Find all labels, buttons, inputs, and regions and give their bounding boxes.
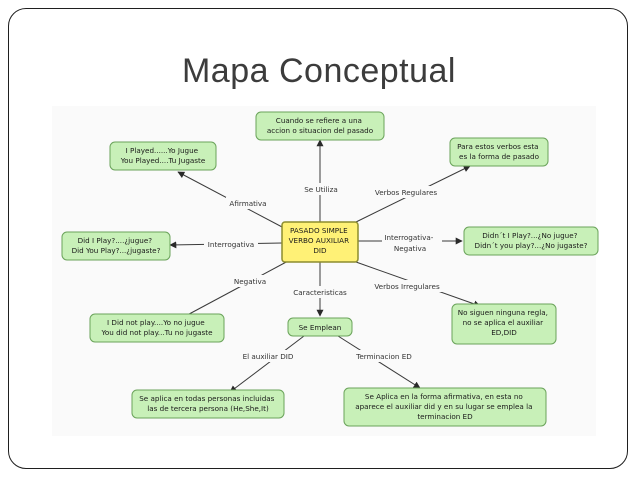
svg-text:Se aplica en todas personas in: Se aplica en todas personas incluidas la… bbox=[139, 394, 276, 413]
link-label-se-utiliza: Se Utiliza bbox=[300, 183, 342, 195]
link-label-afirmativa: Afirmativa bbox=[226, 197, 270, 209]
node-text-line: VERBO AUXILIAR bbox=[289, 236, 349, 245]
node-text-line: las de tercera persona (He,She,It) bbox=[147, 404, 269, 413]
link-central-negativa bbox=[177, 259, 291, 321]
svg-text:Caracteristicas: Caracteristicas bbox=[293, 288, 347, 297]
svg-text:Para estos verbos esta e: Para estos verbos esta es la forma de pa… bbox=[457, 142, 541, 161]
node-text-line: Cuando se refiere a una bbox=[276, 116, 362, 125]
svg-text:Terminacion ED: Terminacion ED bbox=[355, 352, 412, 361]
node-se-emplean: Se Emplean bbox=[287, 317, 353, 337]
link-emplean-auxiliar bbox=[229, 335, 305, 393]
svg-text:Cuando se refiere a una: Cuando se refiere a una accion o situaci… bbox=[267, 116, 373, 135]
link-label-interrogativa: Interrogativa bbox=[204, 238, 258, 250]
node-text-line: terminacion ED bbox=[417, 412, 473, 421]
svg-text:Se Utiliza: Se Utiliza bbox=[304, 185, 338, 194]
node-text-line: I Played......Yo Jugue bbox=[126, 146, 199, 155]
node-afirmativa: I Played......Yo Jugue You Played....Tu … bbox=[109, 141, 217, 171]
node-text-line: Para estos verbos esta bbox=[457, 142, 538, 151]
connections bbox=[169, 139, 481, 393]
node-interrogativa-negativa: Didn´t I Play?...¿No jugue? Didn´t you p… bbox=[463, 226, 599, 256]
node-text-line: aparece el auxiliar did y en su lugar se… bbox=[355, 402, 532, 411]
svg-text:I Played......Yo Jugue Y: I Played......Yo Jugue You Played....Tu … bbox=[120, 146, 206, 165]
node-text-line: You Played....Tu Jugaste bbox=[120, 156, 206, 165]
link-label-line: Interrogativa bbox=[208, 240, 254, 249]
svg-text:Did I Play?....¿jugue? D: Did I Play?....¿jugue? Did You Play?...¿… bbox=[72, 236, 161, 255]
node-text-line: accion o situacion del pasado bbox=[267, 126, 373, 135]
svg-text:Interrogativa: Interrogativa bbox=[208, 240, 254, 249]
link-label-line: Interrogativa- bbox=[384, 233, 433, 242]
link-label-line: Negativa bbox=[394, 244, 426, 253]
svg-text:No siguen ninguna regla,: No siguen ninguna regla, no se aplica el… bbox=[458, 308, 550, 337]
link-label-el-auxiliar: El auxiliar DID bbox=[238, 350, 298, 362]
link-label-line: El auxiliar DID bbox=[243, 352, 294, 361]
link-label-verbos-regulares: Verbos Regulares bbox=[373, 186, 439, 198]
link-labels: Se Utiliza Verbos Regulares Afirmativa I… bbox=[204, 183, 444, 362]
link-label-line: Afirmativa bbox=[229, 199, 266, 208]
link-label-negativa: Negativa bbox=[230, 275, 270, 287]
node-interrogativa: Did I Play?....¿jugue? Did You Play?...¿… bbox=[61, 231, 171, 261]
node-regulares: Para estos verbos esta es la forma de pa… bbox=[449, 137, 549, 167]
link-label-line: Terminacion ED bbox=[355, 352, 412, 361]
link-label-caracteristicas: Caracteristicas bbox=[290, 286, 350, 298]
node-text-line: Didn´t you play?...¿No jugaste? bbox=[475, 241, 588, 250]
svg-text:I Did not play....Yo no jugue: I Did not play....Yo no jugue You did no… bbox=[100, 318, 213, 337]
node-text-line: I Did not play....Yo no jugue bbox=[107, 318, 205, 327]
node-text-line: DID bbox=[313, 246, 327, 255]
node-text-line: no se aplica el auxiliar bbox=[463, 318, 544, 327]
node-text-line: ED,DID bbox=[491, 328, 517, 337]
svg-text:Afirmativa: Afirmativa bbox=[229, 199, 266, 208]
node-text-line: Se Emplean bbox=[299, 323, 342, 332]
svg-text:El auxiliar DID: El auxiliar DID bbox=[243, 352, 294, 361]
link-label-line: Verbos Irregulares bbox=[374, 282, 440, 291]
link-label-line: Caracteristicas bbox=[293, 288, 347, 297]
node-utiliza: Cuando se refiere a una accion o situaci… bbox=[255, 111, 385, 141]
svg-text:Negativa: Negativa bbox=[234, 277, 266, 286]
node-text-line: es la forma de pasado bbox=[459, 152, 539, 161]
svg-text:Interrogativa- Negativ: Interrogativa- Negativa bbox=[384, 233, 435, 253]
svg-text:Didn´t I Play?...¿No jugue?: Didn´t I Play?...¿No jugue? Didn´t you p… bbox=[475, 231, 588, 250]
svg-text:Se Emplean: Se Emplean bbox=[299, 323, 342, 332]
link-label-line: Se Utiliza bbox=[304, 185, 338, 194]
node-central: PASADO SIMPLE VERBO AUXILIAR DID bbox=[281, 221, 359, 263]
node-text-line: Didn´t I Play?...¿No jugue? bbox=[482, 231, 577, 240]
node-irregulares: No siguen ninguna regla, no se aplica el… bbox=[451, 303, 557, 345]
link-label-line: Negativa bbox=[234, 277, 266, 286]
node-terminacion-ed: Se Aplica en la forma afirmativa, en est… bbox=[343, 387, 547, 427]
node-text-line: Se aplica en todas personas incluidas bbox=[139, 394, 274, 403]
svg-text:Se Aplica en la forma afirmati: Se Aplica en la forma afirmativa, en est… bbox=[355, 392, 535, 421]
node-text-line: Did You Play?...¿jugaste? bbox=[72, 246, 161, 255]
svg-text:Verbos Irregulares: Verbos Irregulares bbox=[374, 282, 440, 291]
link-label-interrogativa-negativa: Interrogativa- Negativa bbox=[382, 230, 442, 254]
node-auxiliar-did: Se aplica en todas personas incluidas la… bbox=[131, 389, 285, 419]
slide-title: Mapa Conceptual bbox=[181, 52, 456, 90]
link-label-terminacion-ed: Terminacion ED bbox=[353, 350, 415, 362]
link-label-line: Verbos Regulares bbox=[375, 188, 438, 197]
node-text-line: Did I Play?....¿jugue? bbox=[78, 236, 153, 245]
node-text-line: PASADO SIMPLE bbox=[290, 226, 348, 235]
svg-text:Verbos Regulares: Verbos Regulares bbox=[375, 188, 438, 197]
svg-text:PASADO SIMPLE VERBO AUXI: PASADO SIMPLE VERBO AUXILIAR DID bbox=[289, 226, 352, 255]
node-text-line: Se Aplica en la forma afirmativa, en est… bbox=[365, 392, 523, 401]
node-text-line: You did not play...Tu no jugaste bbox=[100, 328, 213, 337]
node-text-line: No siguen ninguna regla, bbox=[458, 308, 548, 317]
link-label-verbos-irregulares: Verbos Irregulares bbox=[370, 280, 444, 292]
node-negativa: I Did not play....Yo no jugue You did no… bbox=[89, 313, 225, 343]
